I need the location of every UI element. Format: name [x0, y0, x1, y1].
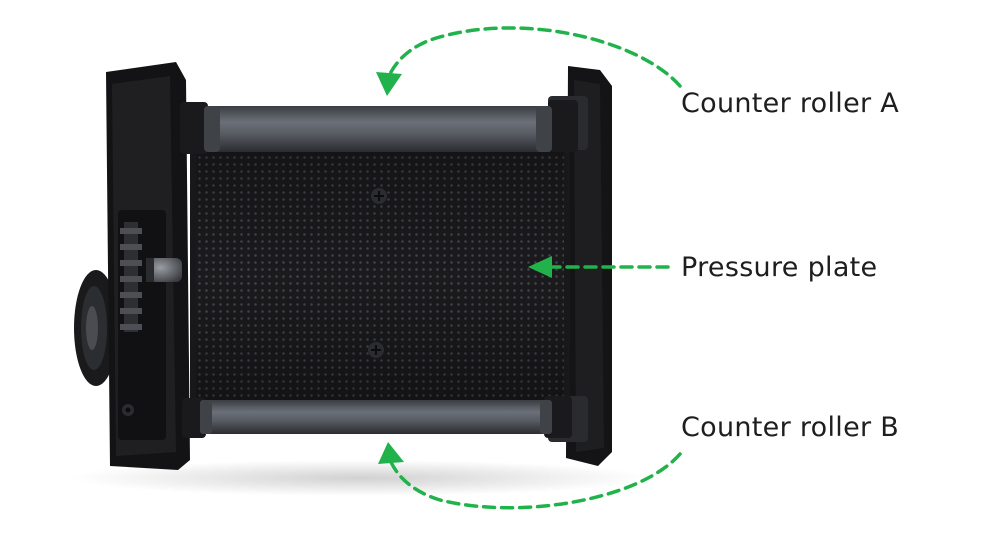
film-advance-gear [120, 222, 142, 332]
arrowhead-pp [528, 256, 552, 278]
spool-knob [146, 258, 182, 282]
plate-screw-bottom [368, 342, 384, 358]
counter-roller-b-label: Counter roller B [681, 412, 900, 443]
camera-body-left [106, 62, 190, 470]
pressure-plate [190, 148, 570, 404]
lens [74, 270, 118, 386]
arrow-counter-roller-b [378, 442, 682, 510]
counter-roller-a-label: Counter roller A [681, 88, 900, 119]
plate-screw-top [371, 188, 387, 204]
arrowhead-b [378, 442, 404, 464]
arrow-counter-roller-a [376, 26, 682, 96]
pressure-plate-label: Pressure plate [681, 252, 878, 283]
arrow-pressure-plate [528, 256, 670, 278]
counter-roller-b [182, 396, 572, 438]
arrowhead-a [376, 72, 402, 96]
counter-roller-a [180, 100, 578, 154]
